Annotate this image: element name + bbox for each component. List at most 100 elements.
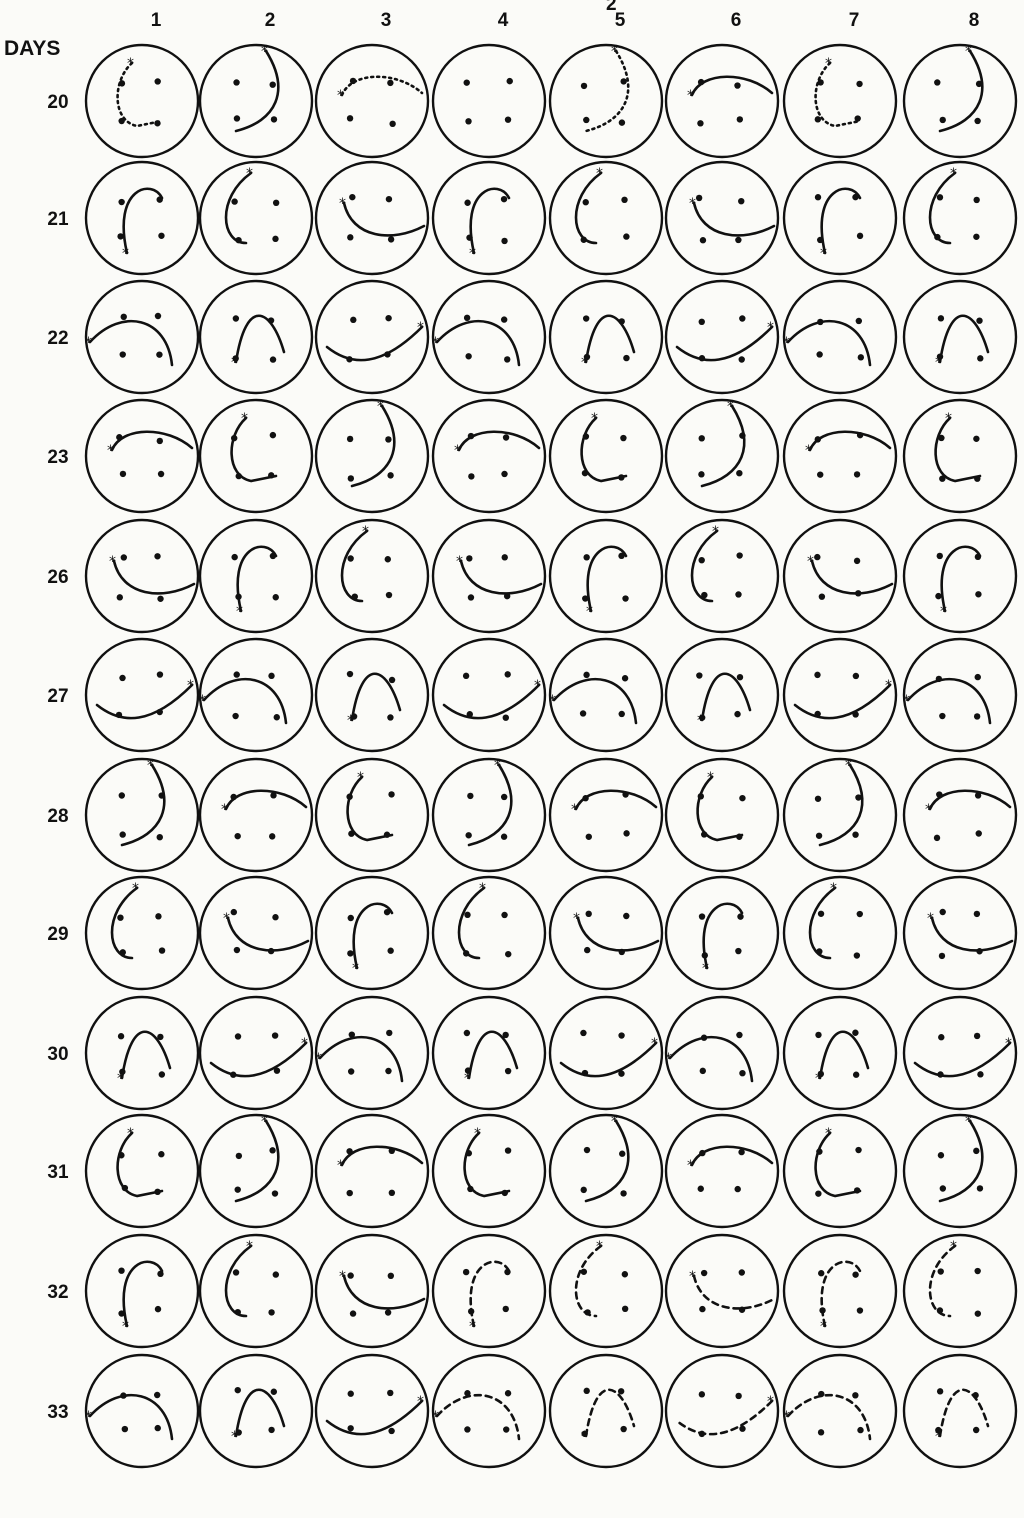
landmark-dot: [385, 1068, 391, 1074]
landmark-dot: [735, 1393, 741, 1399]
swim-path: [932, 918, 1012, 950]
arena: *: [784, 1235, 896, 1347]
start-marker: *: [702, 961, 709, 977]
arena: *: [86, 520, 198, 632]
arena: *: [433, 520, 545, 632]
swim-path: [226, 1246, 251, 1316]
swim-path: [692, 1147, 772, 1165]
landmark-dot: [698, 471, 704, 477]
start-marker: *: [454, 443, 461, 459]
swim-path: [124, 1262, 162, 1326]
start-marker: *: [815, 1071, 822, 1087]
landmark-dot: [852, 831, 858, 837]
start-marker: *: [820, 1319, 827, 1335]
landmark-dot: [699, 1306, 705, 1312]
arena-circle: [433, 1355, 545, 1467]
arena: *: [904, 162, 1016, 274]
swim-path: [561, 1043, 656, 1076]
arena-circle: [433, 997, 545, 1109]
column-label: 1: [151, 10, 162, 31]
landmark-dot: [583, 672, 589, 678]
landmark-dot: [816, 351, 822, 357]
start-marker: *: [687, 1158, 694, 1174]
arena: *: [199, 639, 312, 751]
arena-circle: [904, 639, 1016, 751]
arena: *: [316, 639, 428, 751]
arena-circle: [86, 520, 198, 632]
landmark-dot: [467, 793, 473, 799]
landmark-dot: [619, 711, 625, 717]
start-marker: *: [549, 693, 556, 709]
arena-circle: [784, 1235, 896, 1347]
landmark-dot: [347, 436, 353, 442]
landmark-dot: [118, 1033, 124, 1039]
landmark-dot: [503, 714, 509, 720]
landmark-dot: [157, 596, 163, 602]
landmark-dot: [388, 236, 394, 242]
landmark-dot: [583, 117, 589, 123]
landmark-dot: [623, 233, 629, 239]
landmark-dot: [464, 1030, 470, 1036]
start-marker: *: [935, 355, 942, 371]
landmark-dot: [583, 199, 589, 205]
landmark-dot: [974, 1268, 980, 1274]
landmark-dot: [158, 471, 164, 477]
arena-circle: [904, 1355, 1016, 1467]
landmark-dot: [348, 475, 354, 481]
landmark-dot: [119, 675, 125, 681]
landmark-dot: [272, 236, 278, 242]
landmark-dot: [855, 1147, 861, 1153]
arena-circle: [784, 1355, 896, 1467]
landmark-dot: [502, 554, 508, 560]
landmark-dot: [348, 1391, 354, 1397]
arena: *: [316, 1355, 428, 1467]
landmark-dot: [268, 1309, 274, 1315]
swim-path: [97, 685, 192, 718]
start-marker: *: [127, 56, 134, 72]
landmark-dot: [620, 435, 626, 441]
start-marker: *: [339, 1269, 346, 1285]
landmark-dot: [696, 195, 702, 201]
landmark-dot: [976, 317, 982, 323]
swim-path: [694, 1276, 774, 1308]
start-marker: *: [830, 881, 837, 897]
arena-circle: [200, 45, 312, 157]
landmark-dot: [121, 554, 127, 560]
arena: *: [86, 162, 198, 274]
landmark-dot: [154, 553, 160, 559]
landmark-dot: [619, 1151, 625, 1157]
landmark-dot: [973, 1148, 979, 1154]
start-marker: *: [611, 1114, 618, 1130]
arena: *: [666, 1115, 778, 1227]
start-marker: *: [825, 56, 832, 72]
arena: *: [86, 758, 198, 871]
landmark-dot: [817, 471, 823, 477]
swim-path: [228, 918, 308, 950]
landmark-dot: [977, 1185, 983, 1191]
landmark-dot: [466, 555, 472, 561]
landmark-dot: [465, 832, 471, 838]
start-marker: *: [611, 44, 618, 60]
arena-circle: [86, 45, 198, 157]
swim-path: [788, 1395, 870, 1439]
start-marker: *: [231, 1429, 238, 1445]
landmark-dot: [818, 911, 824, 917]
landmark-dot: [623, 913, 629, 919]
landmark-dot: [505, 951, 511, 957]
landmark-dot: [121, 314, 127, 320]
arena: *: [550, 997, 662, 1109]
start-marker: *: [337, 88, 344, 104]
landmark-dot: [268, 1427, 274, 1433]
arena-circle: [200, 877, 312, 989]
swim-path: [226, 173, 251, 243]
arena-circle: [200, 1115, 312, 1227]
arena: *: [666, 1355, 778, 1467]
swim-path: [236, 1121, 278, 1201]
arena: *: [433, 758, 545, 871]
landmark-dot: [233, 1269, 239, 1275]
arena-circle: [433, 45, 545, 157]
landmark-dot: [735, 1186, 741, 1192]
landmark-dot: [272, 1032, 278, 1038]
arena-circle: [200, 162, 312, 274]
landmark-dot: [937, 553, 943, 559]
